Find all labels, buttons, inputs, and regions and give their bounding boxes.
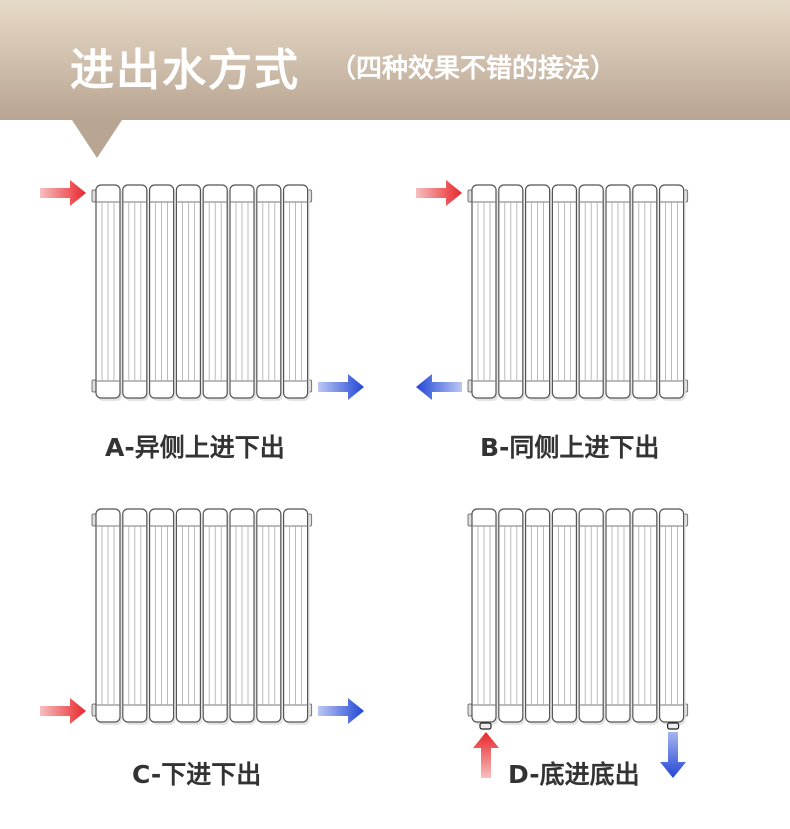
radiator-column: [498, 184, 525, 401]
hot-inlet-arrow-icon: [40, 698, 86, 724]
radiator-column: [229, 508, 256, 725]
radiator-column: [122, 184, 149, 401]
radiator-b: [467, 184, 689, 401]
radiator-column: [605, 184, 632, 401]
radiator-column: [202, 508, 230, 725]
radiator-column: [149, 508, 176, 725]
radiator-column: [632, 508, 659, 725]
radiator-column: [551, 184, 579, 401]
hot-inlet-arrow-icon: [473, 732, 499, 778]
header-banner: [0, 0, 790, 120]
radiator-column: [149, 184, 176, 401]
radiator-column: [175, 184, 203, 401]
page-title: 进出水方式: [70, 45, 300, 96]
page-subtitle: （四种效果不错的接法）: [330, 54, 617, 84]
radiator-column: [658, 184, 686, 401]
hot-inlet-arrow-icon: [40, 180, 86, 206]
cold-outlet-arrow-icon: [318, 698, 364, 724]
diagram-b-label: B-同侧上进下出: [480, 433, 660, 462]
diagram-a-label: A-异侧上进下出: [105, 433, 285, 462]
radiator-column: [122, 508, 149, 725]
radiator-d: [467, 508, 689, 730]
radiator-column: [524, 508, 552, 725]
bottom-connector: [666, 722, 680, 730]
diagram-d-label: D-底进底出: [508, 760, 640, 789]
radiator-column: [95, 184, 122, 401]
radiator-column: [498, 508, 525, 725]
radiator-column: [471, 184, 498, 401]
radiator-column: [658, 508, 686, 725]
radiator-column: [551, 508, 579, 725]
radiator-column: [202, 184, 230, 401]
radiator-column: [524, 184, 552, 401]
diagram-c-label: C-下进下出: [132, 760, 262, 789]
cold-outlet-arrow-icon: [660, 732, 686, 778]
radiator-column: [283, 184, 310, 401]
radiator-column: [471, 508, 498, 725]
radiator-column: [632, 184, 659, 401]
bottom-connector: [479, 722, 492, 730]
radiator-column: [175, 508, 203, 725]
radiator-column: [256, 508, 283, 725]
radiator-column: [256, 184, 283, 401]
radiator-column: [283, 508, 310, 725]
radiator-column: [578, 184, 606, 401]
cold-outlet-arrow-icon: [416, 374, 462, 400]
header-pointer: [72, 120, 122, 158]
radiator-column: [578, 508, 606, 725]
cold-outlet-arrow-icon: [318, 374, 364, 400]
radiator-column: [95, 508, 122, 725]
radiator-column: [605, 508, 632, 725]
radiator-c: [91, 508, 313, 725]
radiator-column: [229, 184, 256, 401]
radiator-a: [91, 184, 313, 401]
hot-inlet-arrow-icon: [416, 180, 462, 206]
